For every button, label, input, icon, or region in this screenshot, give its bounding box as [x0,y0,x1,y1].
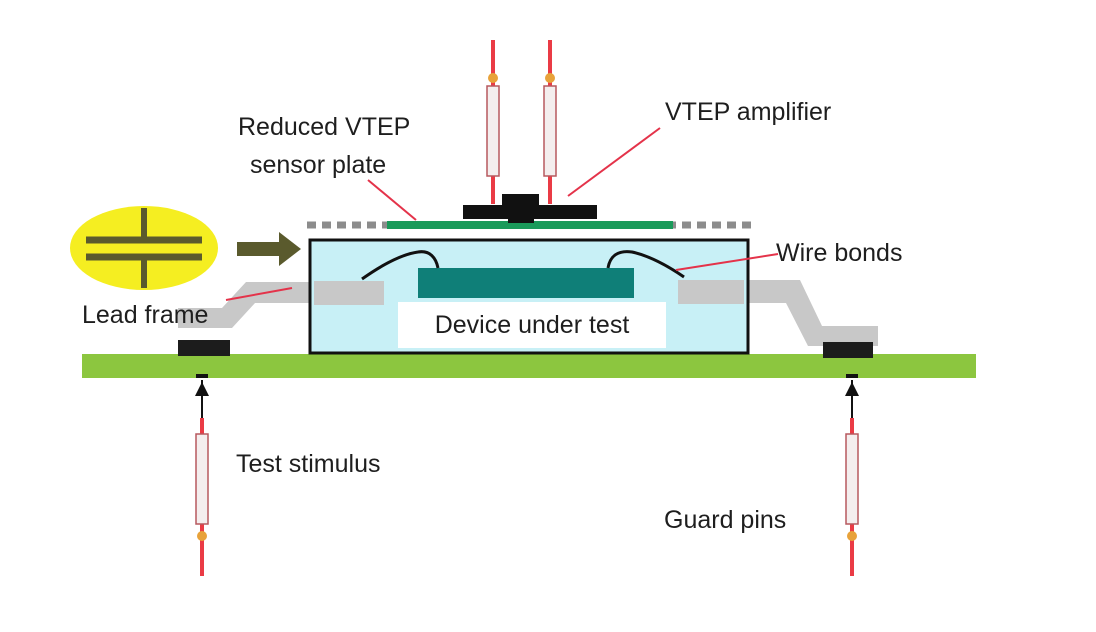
amplifier-top [502,194,539,206]
leader-amplifier [567,127,661,197]
label-wire-bonds: Wire bonds [776,239,903,267]
internal-lead-right [678,280,744,304]
label-test-stimulus: Test stimulus [236,450,381,478]
label-sensor-plate-line2: sensor plate [250,151,387,179]
label-device-under-test: Device under test [398,302,666,348]
amplifier-probe-left [486,40,500,204]
device-die [418,268,634,298]
capacitor-symbol-icon [70,206,218,290]
leader-lead-frame [225,287,293,301]
test-stimulus-probe [195,374,209,576]
wire-bond-right [606,250,685,279]
label-sensor-plate-line1: Reduced VTEP [238,113,411,141]
guard-pin-probe [845,374,859,576]
amplifier-probe-right [543,40,557,204]
internal-lead-left [314,281,384,305]
wire-bond-left [361,250,440,281]
leader-sensor-plate [367,179,417,221]
label-lead-frame: Lead frame [82,301,209,329]
right-arrow-icon [237,232,301,266]
amplifier-stem [508,218,534,223]
amplifier-body [463,205,597,219]
solder-pad-left [178,340,230,356]
label-amplifier: VTEP amplifier [665,98,832,126]
label-guard-pins: Guard pins [664,506,787,534]
leader-wire-bonds [675,253,779,271]
solder-pad-right [823,342,873,358]
reduced-sensor-plate [387,221,673,229]
